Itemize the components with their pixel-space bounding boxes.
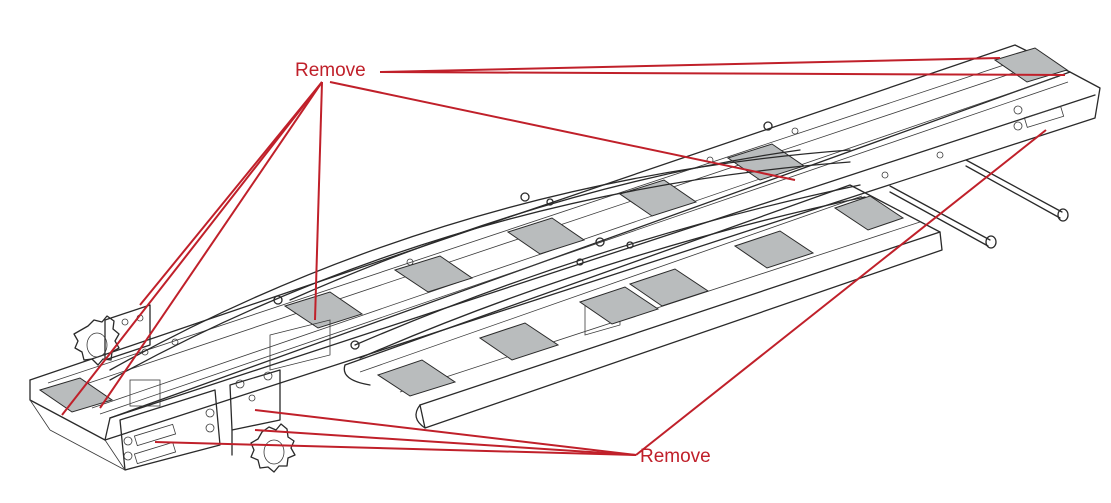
main-ramp-slats [38,47,1069,413]
lower-ramp [343,184,943,429]
pins [889,159,1069,249]
main-ramp-frame [29,44,1101,471]
left-knob-bracket [73,304,151,366]
arch-rails [109,121,866,407]
callout-label-bottom: Remove [640,446,711,467]
callout-label-top: Remove [295,60,366,81]
callout-leaders-bottom [154,129,1047,456]
callout-leaders-top [61,57,1066,416]
right-knob-bracket [229,369,296,473]
